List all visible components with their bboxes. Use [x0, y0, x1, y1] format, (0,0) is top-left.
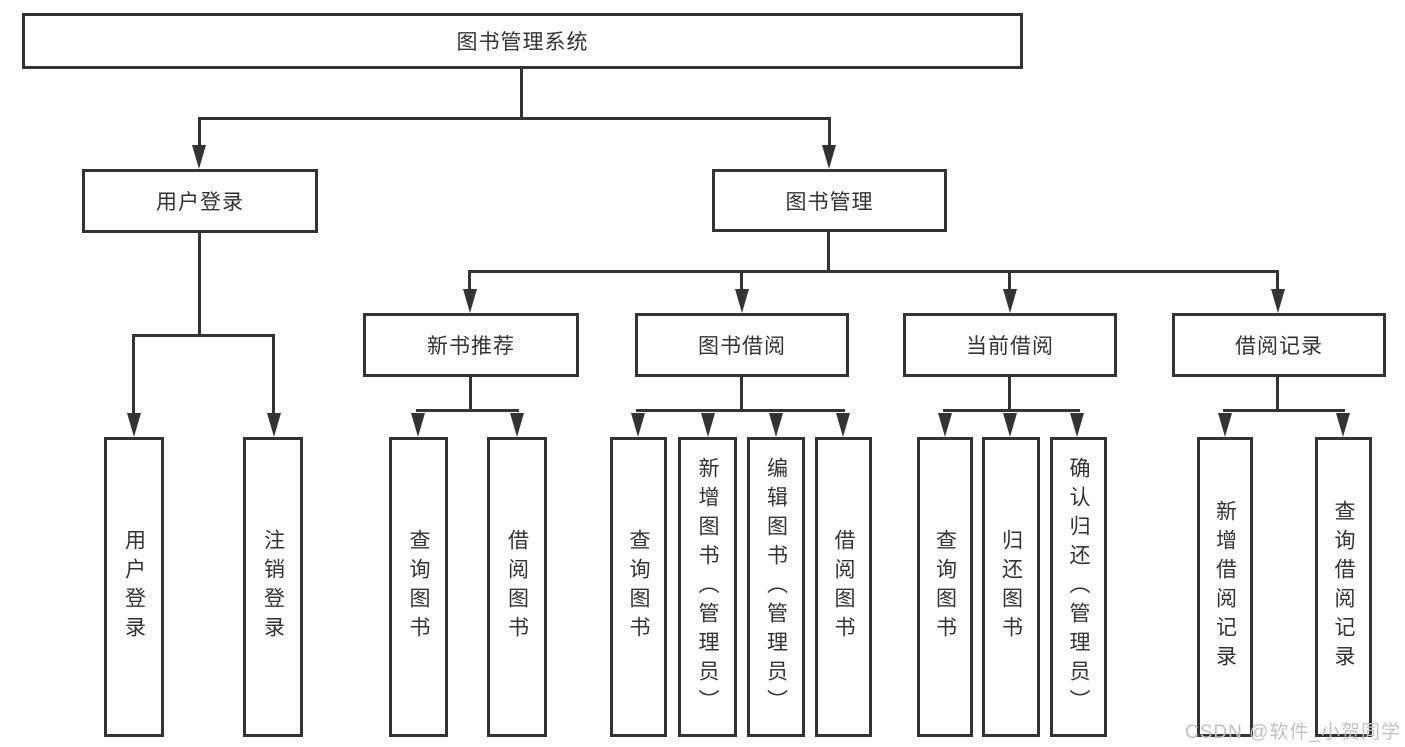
node-borrow-records: 借阅记录 — [1172, 313, 1386, 377]
arrowhead-nr-query — [411, 413, 425, 437]
arrowhead-bb-borrow — [836, 413, 850, 437]
node-root: 图书管理系统 — [22, 13, 1023, 69]
node-leaf-nr-borrow-books-label: 借阅图书 — [505, 529, 529, 645]
node-leaf-bb-add-books-label: 新增图书（管理员） — [696, 456, 719, 718]
node-book-mgmt: 图书管理 — [712, 169, 947, 232]
edge-user-login-bar — [132, 334, 275, 337]
edge-book-borrow-bar — [636, 409, 845, 412]
edge-drop-book-mgmt — [828, 117, 831, 147]
arrowhead-nr-borrow — [510, 413, 524, 437]
node-book-borrow-label: 图书借阅 — [698, 335, 786, 358]
edge-drop-ul-logout — [272, 334, 275, 414]
csdn-watermark: CSDN @软件_小贺同学 — [1185, 722, 1401, 743]
node-leaf-bb-query-books: 查询图书 — [610, 437, 667, 737]
arrowhead-bb-add — [701, 413, 715, 437]
arrowhead-bb-query — [631, 413, 645, 437]
node-leaf-bb-edit-books: 编辑图书（管理员） — [747, 437, 805, 737]
node-new-book-rec-label: 新书推荐 — [427, 335, 515, 358]
edge-drop-user-login — [198, 117, 201, 147]
edge-drop-ul-login — [132, 334, 135, 414]
arrowhead-bb-edit — [769, 413, 783, 437]
node-leaf-bb-add-books: 新增图书（管理员） — [678, 437, 737, 737]
node-leaf-cb-query-books-label: 查询图书 — [933, 529, 957, 645]
node-leaf-br-add-record: 新增借阅记录 — [1197, 437, 1253, 737]
node-current-borrow-label: 当前借阅 — [966, 335, 1054, 358]
node-leaf-nr-borrow-books: 借阅图书 — [487, 437, 547, 737]
arrowhead-cb-return — [1003, 413, 1017, 437]
node-new-book-rec: 新书推荐 — [363, 313, 579, 377]
edge-drop-new-book-rec — [468, 270, 471, 291]
node-leaf-bb-edit-books-label: 编辑图书（管理员） — [764, 456, 788, 718]
edge-root-trunk — [520, 69, 523, 119]
arrowhead-br-add — [1218, 413, 1232, 437]
node-leaf-user-login-label: 用户登录 — [122, 529, 146, 645]
edge-level3-bar — [469, 270, 1279, 273]
node-leaf-cb-return-books-label: 归还图书 — [999, 529, 1023, 645]
node-user-login: 用户登录 — [82, 169, 318, 233]
node-book-mgmt-label: 图书管理 — [785, 190, 874, 214]
arrowhead-br-query — [1336, 413, 1350, 437]
node-leaf-nr-query-books: 查询图书 — [389, 437, 448, 737]
arrowhead-book-borrow — [735, 289, 749, 313]
arrowhead-cb-query — [938, 413, 952, 437]
edge-drop-book-borrow — [740, 270, 743, 291]
node-leaf-bb-borrow-books: 借阅图书 — [815, 437, 872, 737]
edge-drop-current-borrow — [1008, 270, 1011, 291]
edge-new-book-rec-trunk — [469, 377, 472, 411]
node-user-login-label: 用户登录 — [156, 191, 244, 214]
edge-book-borrow-trunk — [740, 377, 743, 411]
edge-current-borrow-bar — [943, 409, 1080, 412]
edge-current-borrow-trunk — [1008, 377, 1011, 411]
node-root-label: 图书管理系统 — [456, 31, 589, 54]
edge-new-book-rec-bar — [416, 409, 519, 412]
node-current-borrow: 当前借阅 — [903, 313, 1117, 377]
edge-borrow-records-bar — [1223, 409, 1345, 412]
node-leaf-cb-confirm-return: 确认归还（管理员） — [1050, 437, 1107, 737]
node-leaf-br-add-record-label: 新增借阅记录 — [1213, 500, 1237, 674]
node-leaf-cb-return-books: 归还图书 — [982, 437, 1040, 737]
arrowhead-ul-logout — [267, 413, 281, 437]
edge-book-mgmt-trunk — [827, 232, 830, 272]
node-leaf-nr-query-books-label: 查询图书 — [407, 529, 430, 645]
arrowhead-book-mgmt — [822, 145, 836, 169]
arrowhead-current-borrow — [1003, 289, 1017, 313]
node-leaf-bb-query-books-label: 查询图书 — [627, 529, 650, 645]
edge-user-login-trunk — [198, 233, 201, 335]
edge-drop-borrow-records — [1276, 270, 1279, 291]
arrowhead-user-login — [192, 145, 206, 169]
node-leaf-cb-query-books: 查询图书 — [917, 437, 973, 737]
node-leaf-logout: 注销登录 — [243, 437, 303, 737]
edge-level2-bar — [198, 117, 831, 120]
arrowhead-new-book-rec — [463, 289, 477, 313]
node-borrow-records-label: 借阅记录 — [1235, 335, 1323, 358]
node-leaf-br-query-record-label: 查询借阅记录 — [1332, 500, 1355, 674]
node-leaf-logout-label: 注销登录 — [261, 529, 285, 645]
arrowhead-ul-login — [127, 413, 141, 437]
node-leaf-cb-confirm-return-label: 确认归还（管理员） — [1067, 456, 1090, 718]
node-leaf-bb-borrow-books-label: 借阅图书 — [832, 529, 855, 645]
arrowhead-cb-confirm — [1070, 413, 1084, 437]
edge-borrow-records-trunk — [1276, 377, 1279, 411]
node-leaf-user-login: 用户登录 — [104, 437, 164, 737]
node-leaf-br-query-record: 查询借阅记录 — [1315, 437, 1372, 737]
node-book-borrow: 图书借阅 — [635, 313, 849, 377]
arrowhead-borrow-records — [1271, 289, 1285, 313]
